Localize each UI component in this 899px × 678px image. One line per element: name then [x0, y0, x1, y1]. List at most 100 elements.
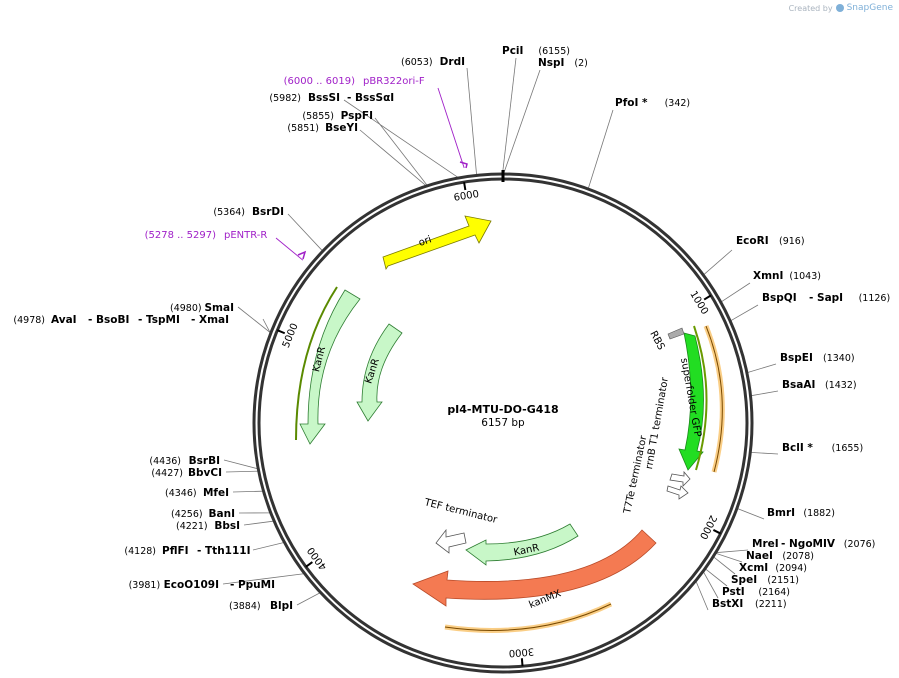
site-name: - XmaI [191, 314, 229, 326]
feature-t7te-terminator[interactable] [666, 485, 689, 500]
site-name: - BssSαI [347, 92, 394, 104]
site-bsssi[interactable]: BssSI(5982) [269, 92, 340, 104]
site-position: (4221) [176, 521, 208, 532]
site-name: DrdI [440, 56, 465, 68]
site-position: (2094) [775, 563, 807, 574]
site-position: (4978) [13, 315, 45, 326]
primer-pentr-r-mark [297, 250, 307, 260]
site-name: - Tth111I [197, 545, 251, 557]
primer-range: (6000 .. 6019) [284, 76, 356, 87]
site-pfoi[interactable]: PfoI *(342) [615, 97, 690, 109]
primer-pentr-r[interactable]: (5278 .. 5297)pENTR-R [145, 230, 268, 241]
site-bani[interactable]: BanI(4256) [171, 508, 235, 520]
feature-rrnb-t1-terminator[interactable] [669, 470, 691, 487]
site-bspqi[interactable]: BspQI [762, 292, 797, 304]
site-naei[interactable]: NaeI(2078) [746, 550, 814, 562]
plasmid-name: pI4-MTU-DO-G418 [447, 403, 558, 416]
site-bcli[interactable]: BclI *(1655) [782, 442, 863, 454]
credit-brand: SnapGene [846, 3, 893, 13]
site-bstxi[interactable]: BstXI(2211) [712, 598, 787, 610]
site-xmai[interactable]: - XmaI [191, 314, 229, 326]
site-pflfi[interactable]: PflFI(4128) [124, 545, 188, 557]
site-spei[interactable]: SpeI(2151) [731, 574, 799, 586]
feature-rbs[interactable] [667, 327, 685, 340]
site-avai[interactable]: AvaI(4978) [13, 314, 76, 326]
site-smai[interactable]: SmaI(4980) [170, 302, 234, 314]
site-bbvci[interactable]: BbvCI(4427) [151, 467, 222, 479]
site-name: - SapI [809, 292, 843, 304]
site-name: NaeI [746, 550, 773, 562]
site-name: SmaI [205, 302, 235, 314]
site-bsaai[interactable]: BsaAI(1432) [782, 379, 857, 391]
site-name: PfoI * [615, 97, 648, 109]
site-nspi[interactable]: NspI(2) [538, 57, 588, 69]
site-name: BmrI [767, 507, 795, 519]
site-position: (1043) [789, 271, 821, 282]
site-position: (3981) [129, 580, 161, 591]
site-name: - PpuMI [230, 579, 275, 591]
site-tspmi[interactable]: - TspMI [138, 314, 180, 326]
tick-mark [463, 181, 467, 191]
tick-label: 3000 [508, 645, 534, 658]
site-bsobi[interactable]: - BsoBI [88, 314, 129, 326]
site-ecoo109i[interactable]: EcoO109I(3981) [129, 579, 219, 591]
leader-line [237, 306, 272, 334]
feature-kanr-outer[interactable] [299, 289, 361, 445]
site-blpi[interactable]: BlpI(3884) [229, 600, 293, 612]
site-ecori[interactable]: EcoRI(916) [736, 235, 805, 247]
site-bmri[interactable]: BmrI(1882) [767, 507, 835, 519]
site-name: BspEI [780, 352, 813, 364]
feature-kanr-bottom[interactable] [465, 523, 579, 566]
leader-lines [222, 57, 779, 611]
site-psti[interactable]: PstI(2164) [722, 586, 790, 598]
site-xmni[interactable]: XmnI(1043) [753, 270, 821, 282]
site-bseyi[interactable]: BseYI(5851) [287, 122, 358, 134]
site-mrei[interactable]: MreI [752, 538, 779, 550]
site-pspfi[interactable]: PspFI(5855) [302, 110, 373, 122]
feature-kanr-inner[interactable] [356, 323, 403, 422]
site-name: BsrBI [189, 455, 220, 467]
feature-ori[interactable] [382, 215, 492, 270]
leader-line [503, 69, 541, 175]
site-name: MfeI [203, 487, 229, 499]
site-name: BsaAI [782, 379, 815, 391]
site-tth111i[interactable]: - Tth111I [197, 545, 251, 557]
site-bsrbi[interactable]: BsrBI(4436) [149, 455, 220, 467]
site-name: SpeI [731, 574, 757, 586]
site-name: EcoRI [736, 235, 769, 247]
leader-line [715, 552, 743, 563]
site-name: PspFI [341, 110, 373, 122]
site-position: (5364) [213, 207, 245, 218]
feature-tef-terminator[interactable] [435, 528, 467, 554]
tick-label: 2000 [697, 513, 718, 541]
feature-superfolder-gfp[interactable] [678, 332, 704, 471]
site-ngomiv[interactable]: - NgoMIV(2076) [781, 538, 875, 550]
plasmid-size: 6157 bp [481, 417, 525, 429]
site-name: BclI * [782, 442, 813, 454]
site-bsrdi[interactable]: BsrDI(5364) [213, 206, 284, 218]
site-bsss-i[interactable]: - BssSαI [347, 92, 394, 104]
site-xcmi[interactable]: XcmI(2094) [739, 562, 807, 574]
orf-right [703, 325, 725, 473]
site-ppumi[interactable]: - PpuMI [230, 579, 275, 591]
leader-line [343, 99, 459, 179]
site-mfei[interactable]: MfeI(4346) [165, 487, 229, 499]
site-drdi[interactable]: DrdI(6053) [401, 56, 465, 68]
tick-label: 6000 [453, 189, 480, 204]
primer-leader-line [437, 87, 465, 169]
snapgene-logo-icon [835, 4, 844, 12]
site-pcii[interactable]: PciI(6155) [502, 45, 570, 57]
site-bspei[interactable]: BspEI(1340) [780, 352, 855, 364]
site-bbsi[interactable]: BbsI(4221) [176, 520, 240, 532]
tick-mark [703, 294, 712, 301]
site-sapi[interactable]: - SapI(1126) [809, 292, 890, 304]
leader-line [232, 490, 264, 493]
primer-pbr322ori-f[interactable]: (6000 .. 6019)pBR322ori-F [284, 76, 425, 87]
leader-line [243, 520, 275, 526]
feature-kanmx[interactable] [412, 529, 657, 607]
site-name: BssSI [308, 92, 340, 104]
tick-label: 1000 [687, 289, 710, 316]
tick-label: 4000 [306, 545, 330, 572]
tick-mark [276, 329, 286, 335]
site-name: BspQI [762, 292, 797, 304]
